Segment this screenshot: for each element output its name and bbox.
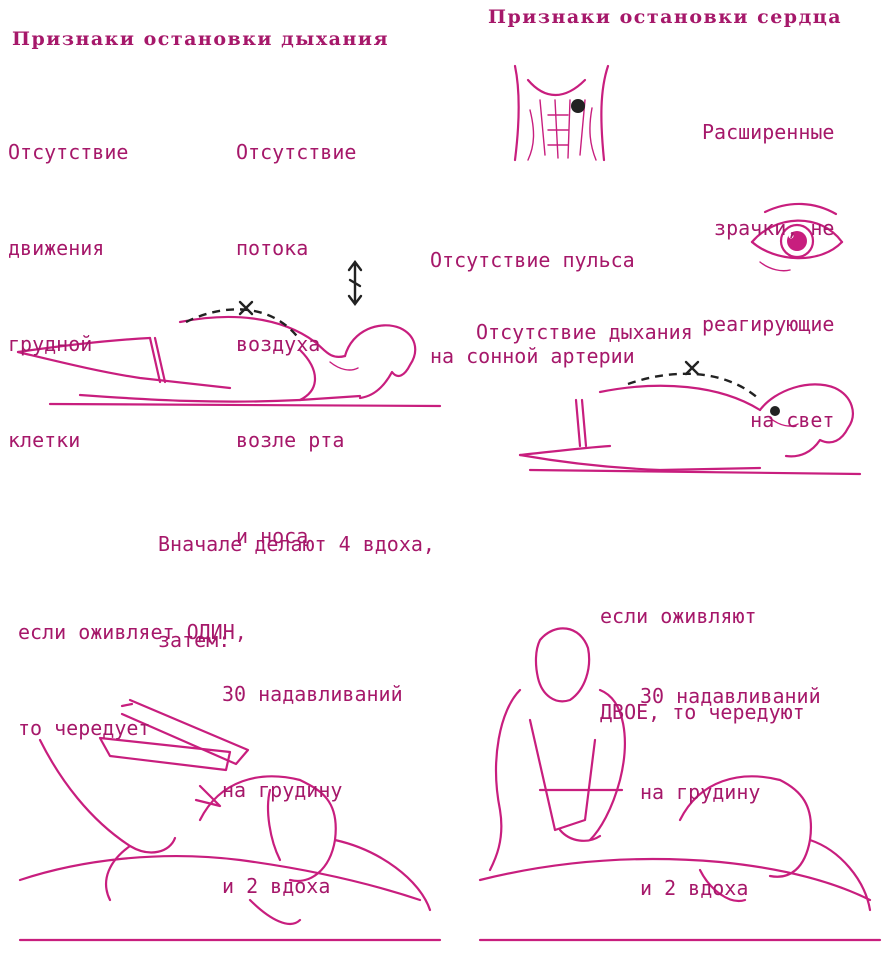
text-line: ДВОЕ, то чередуют xyxy=(600,700,805,724)
pulse-point-marker xyxy=(571,99,585,113)
one-rescuer-text: если оживляет ОДИН, то чередует xyxy=(18,552,247,776)
text-line: Отсутствие xyxy=(236,140,357,164)
text-line: потока xyxy=(236,236,309,260)
text-line: затем: xyxy=(158,628,231,652)
cardiac-arrest-title: Признаки остановки сердца xyxy=(488,6,843,28)
text-line: на свет xyxy=(750,408,835,432)
text-line: грудной xyxy=(8,332,93,356)
text-line: возле рта xyxy=(236,428,345,452)
text-line: на грудину xyxy=(640,780,761,804)
text-line: клетки xyxy=(8,428,81,452)
text-line: Расширенные xyxy=(702,120,835,144)
single-rescuer-cpr-illustration xyxy=(18,698,442,942)
text-line: и 2 вдоха xyxy=(222,874,331,898)
dilated-eye-illustration xyxy=(750,202,844,272)
sign-no-carotid-pulse: Отсутствие пульса на сонной артерии xyxy=(430,180,635,404)
text-line: реагирующие xyxy=(702,312,835,336)
two-rescuers-cpr-illustration xyxy=(478,627,882,942)
text-line: на сонной артерии xyxy=(430,344,635,368)
two-rescuers-text: если оживляют ДВОЕ, то чередуют xyxy=(600,536,805,760)
one-rescuer-steps: 30 надавливаний на грудину и 2 вдоха xyxy=(222,614,403,934)
patient-no-breathing-illustration xyxy=(518,360,862,476)
text-line: 30 надавливаний xyxy=(640,684,821,708)
sign-dilated-pupils: Расширенные зрачки, не реагирующие на св… xyxy=(702,52,834,468)
text-line: Вначале делают 4 вдоха, xyxy=(158,532,435,556)
text-line: 30 надавливаний xyxy=(222,682,403,706)
sign-no-breathing: Отсутствие дыхания xyxy=(476,320,693,344)
text-line: зрачки, не xyxy=(714,216,835,240)
text-line: на грудину xyxy=(222,778,343,802)
text-line: Отсутствие пульса xyxy=(430,248,635,272)
text-line: если оживляют xyxy=(600,604,757,628)
sign-no-chest-movement: Отсутствие движения грудной клетки xyxy=(8,72,128,488)
text-line: если оживляет ОДИН, xyxy=(18,620,247,644)
text-line: и 2 вдоха xyxy=(640,876,749,900)
sign-no-airflow: Отсутствие потока воздуха возле рта и но… xyxy=(236,72,356,584)
text-line: Отсутствие xyxy=(8,140,129,164)
text-line: и носа xyxy=(236,524,309,548)
patient-no-chest-movement-illustration xyxy=(16,260,442,408)
two-rescuers-steps: 30 надавливаний на грудину и 2 вдоха xyxy=(640,616,821,936)
neck-carotid-illustration xyxy=(513,64,610,162)
procedure-intro: Вначале делают 4 вдоха, затем: xyxy=(158,464,435,688)
text-line: то чередует xyxy=(18,716,151,740)
breathing-stop-title: Признаки остановки дыхания xyxy=(12,28,390,50)
text-line: воздуха xyxy=(236,332,321,356)
text-line: движения xyxy=(8,236,105,260)
